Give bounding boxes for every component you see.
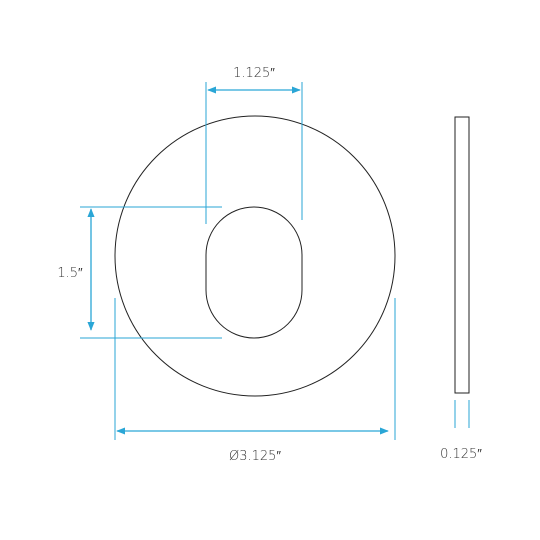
- dimension-slot-width: 1.125″: [205, 66, 303, 224]
- side-view: [454, 116, 470, 394]
- dimension-label: 1.5″: [57, 266, 83, 281]
- dimension-label: 1.125″: [233, 66, 275, 81]
- front-view: [114, 115, 396, 397]
- washer-outer-edge: [114, 115, 396, 397]
- dimension-label: 0.125″: [440, 447, 482, 462]
- dimension-label: Ø3.125″: [229, 449, 281, 464]
- washer-side-profile: [454, 116, 470, 394]
- dimension-thickness: 0.125″: [440, 400, 482, 462]
- oval-slot: [205, 206, 303, 339]
- dimension-outer-diameter: Ø3.125″: [114, 298, 396, 464]
- dimension-slot-height: 1.5″: [57, 206, 222, 339]
